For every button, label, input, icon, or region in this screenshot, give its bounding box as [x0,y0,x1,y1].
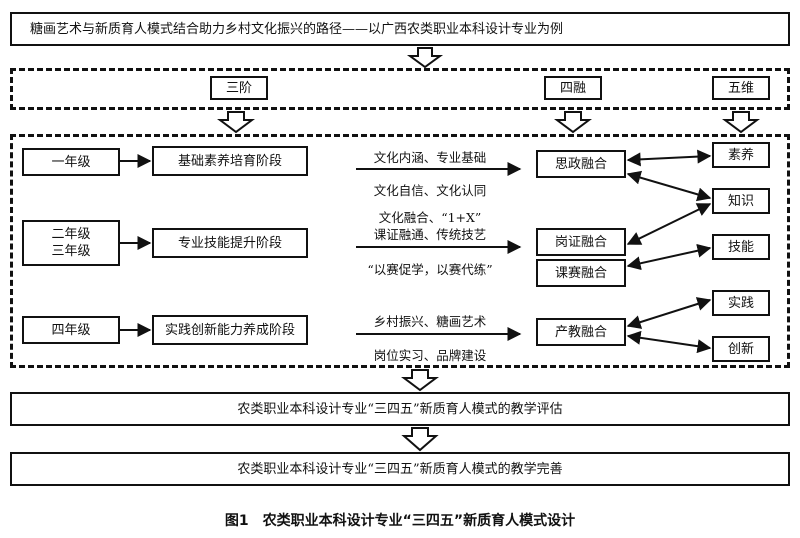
down-arrow-san [217,111,255,134]
figure-caption: 图1 农类职业本科设计专业“三四五”新质育人模式设计 [224,513,576,529]
row3-label-top: 乡村振兴、糖画艺术 [373,314,487,329]
diagram-title-box: 糖画艺术与新质育人模式结合助力乡村文化振兴的路径——以广西农类职业本科设计专业为… [10,12,790,46]
grade-1-box: 一年级 [22,148,120,176]
fusion-ideological-box: 思政融合 [536,150,626,178]
row2-label-bottom: “以赛促学，以赛代练” [367,262,493,277]
dimension-knowledge-box: 知识 [712,188,770,214]
down-arrow-main [401,369,439,392]
arrow-f1-d2 [626,170,712,202]
dimension-innovation-box: 创新 [712,336,770,362]
header-wu: 五维 [712,76,770,100]
down-arrow-eval [401,427,439,452]
row2-label-mid: 课证融通、传统技艺 [373,227,487,242]
arrow-f4-d5 [626,330,712,354]
main-dashed-container [10,134,790,368]
dimension-literacy-box: 素养 [712,142,770,168]
grade-4-box: 四年级 [22,316,120,344]
header-san: 三阶 [210,76,268,100]
improvement-box: 农类职业本科设计专业“三四五”新质育人模式的教学完善 [10,452,790,486]
header-si: 四融 [544,76,602,100]
dimension-practice-box: 实践 [712,290,770,316]
diagram-title: 糖画艺术与新质育人模式结合助力乡村文化振兴的路径——以广西农类职业本科设计专业为… [30,21,564,37]
fusion-course-competition-box: 课赛融合 [536,259,626,287]
header-dashed-container [10,68,790,110]
stage-foundation-box: 基础素养培育阶段 [152,146,308,176]
stage-skills-box: 专业技能提升阶段 [152,228,308,258]
row1-label-top: 文化内涵、专业基础 [373,150,487,165]
arrow-f2-d2 [626,203,712,245]
arrow-f4-d4 [626,297,712,329]
evaluation-box: 农类职业本科设计专业“三四五”新质育人模式的教学评估 [10,392,790,426]
down-arrow-wu [722,111,760,134]
fusion-post-certificate-box: 岗证融合 [536,228,626,256]
dimension-skill-box: 技能 [712,234,770,260]
row1-label-bottom: 文化自信、文化认同 [373,183,487,198]
down-arrow-title [406,47,444,69]
fusion-industry-education-box: 产教融合 [536,318,626,346]
row3-label-bottom: 岗位实习、品牌建设 [373,348,487,363]
stage-innovation-box: 实践创新能力养成阶段 [152,315,308,345]
arrow-f1-d1 [626,149,712,167]
down-arrow-si [554,111,592,134]
grade-2-3-box: 二年级 三年级 [22,220,120,266]
arrow-f3-d3 [626,243,712,271]
row2-label-top: 文化融合、“1+X” [378,210,482,225]
